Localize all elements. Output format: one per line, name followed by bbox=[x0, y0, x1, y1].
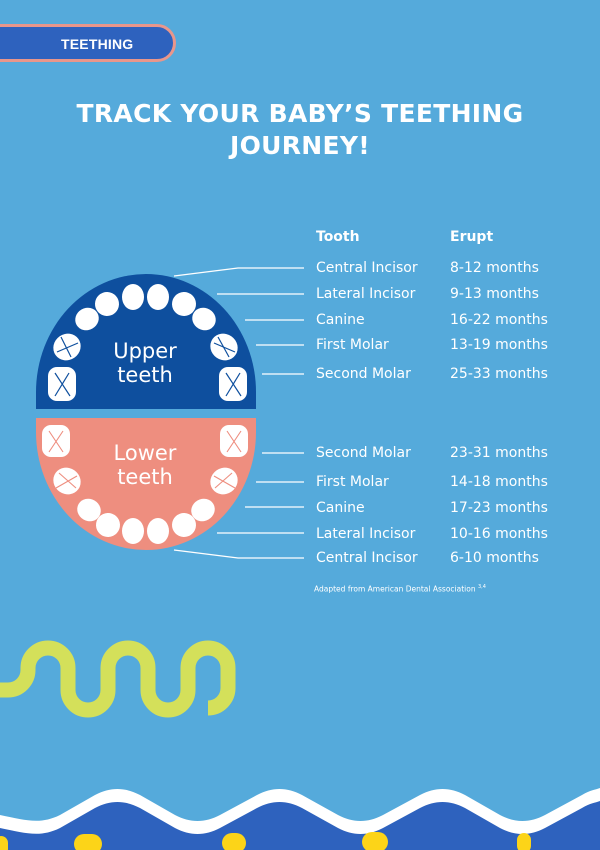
title-line-2: JOURNEY! bbox=[229, 131, 370, 160]
erupt-range: 10-16 months bbox=[450, 526, 548, 542]
tooth-name: Central Incisor bbox=[316, 260, 418, 276]
tooth-name: Lateral Incisor bbox=[316, 526, 416, 542]
badge-label: TEETHING bbox=[61, 36, 134, 52]
header-tooth: Tooth bbox=[316, 229, 360, 245]
lower-label-line-1: Lower bbox=[114, 441, 177, 465]
erupt-range: 17-23 months bbox=[450, 500, 548, 516]
upper-jaw-shape bbox=[36, 274, 256, 409]
upper-label-line-2: teeth bbox=[117, 363, 173, 387]
title-line-1: TRACK YOUR BABY’S TEETHING bbox=[76, 99, 524, 128]
credit-superscript: 3,4 bbox=[477, 584, 486, 590]
tooth-name: Central Incisor bbox=[316, 550, 418, 566]
tooth-name: Lateral Incisor bbox=[316, 286, 416, 302]
upper-molar-marks bbox=[54, 336, 242, 397]
tooth-name: Second Molar bbox=[316, 445, 411, 461]
lower-molar-marks bbox=[48, 430, 242, 489]
lower-teeth-icons bbox=[42, 425, 248, 544]
wave-fill bbox=[0, 801, 600, 850]
tooth-name: Canine bbox=[316, 312, 365, 328]
erupt-range: 9-13 months bbox=[450, 286, 539, 302]
credit-text: Adapted from American Dental Association bbox=[314, 584, 476, 594]
header-erupt: Erupt bbox=[450, 229, 494, 245]
leader-lines bbox=[173, 267, 304, 559]
upper-label-line-1: Upper bbox=[113, 339, 177, 363]
page-title: TRACK YOUR BABY’S TEETHING JOURNEY! bbox=[0, 98, 600, 162]
tooth-name: Canine bbox=[316, 500, 365, 516]
tooth-name: First Molar bbox=[316, 337, 389, 353]
erupt-range: 16-22 months bbox=[450, 312, 548, 328]
erupt-range: 13-19 months bbox=[450, 337, 548, 353]
erupt-range: 23-31 months bbox=[450, 445, 548, 461]
lower-label-line-2: teeth bbox=[117, 465, 173, 489]
erupt-range: 25-33 months bbox=[450, 366, 548, 382]
erupt-range: 8-12 months bbox=[450, 260, 539, 276]
tooth-name: Second Molar bbox=[316, 366, 411, 382]
erupt-range: 6-10 months bbox=[450, 550, 539, 566]
erupt-range: 14-18 months bbox=[450, 474, 548, 490]
wave-dots bbox=[0, 832, 531, 850]
decorative-squiggle bbox=[0, 640, 236, 718]
source-credit: Adapted from American Dental Association… bbox=[314, 584, 486, 594]
teething-badge: TEETHING bbox=[0, 24, 176, 62]
tooth-name: First Molar bbox=[316, 474, 389, 490]
